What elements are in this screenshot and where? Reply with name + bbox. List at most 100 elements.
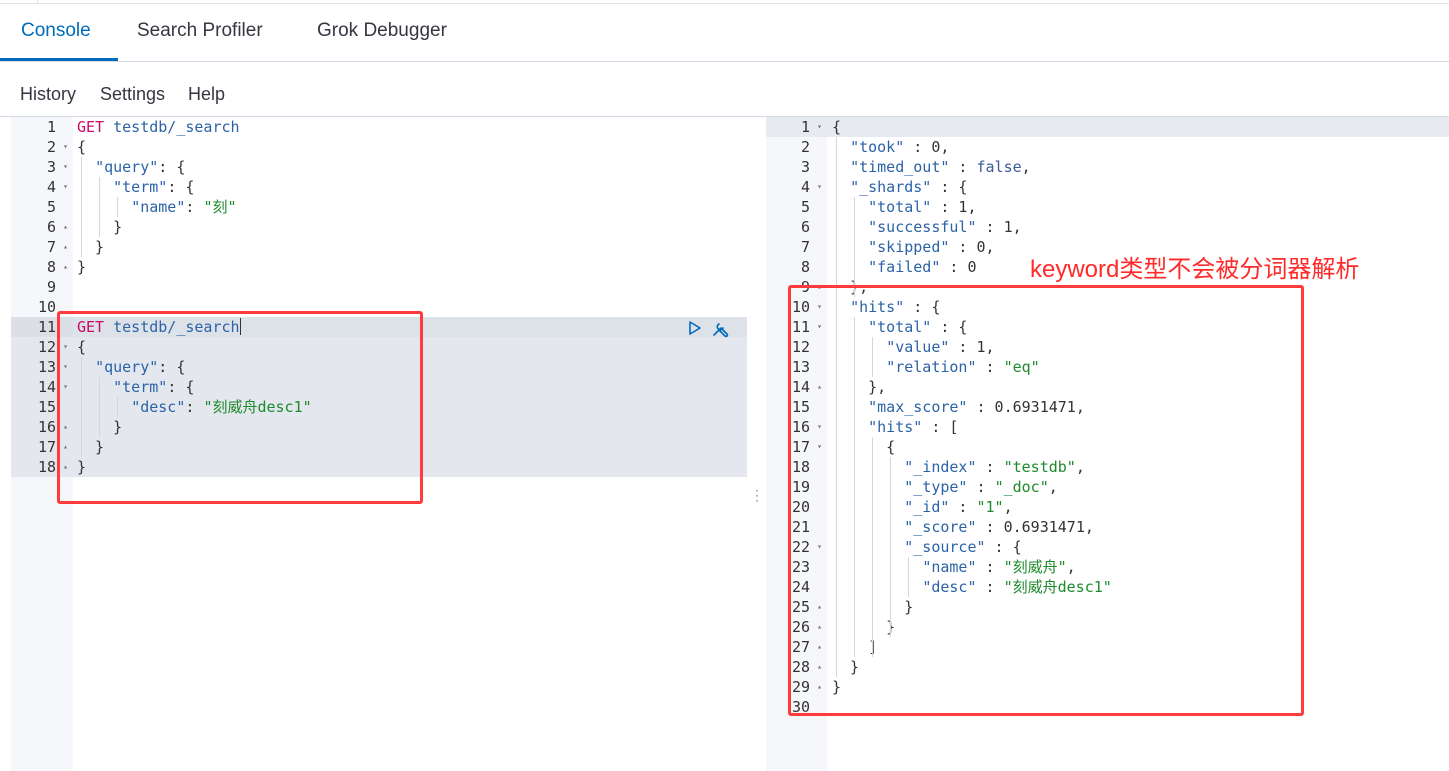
- fold-close-icon[interactable]: ▴: [817, 682, 822, 691]
- code-line: "value" : 1,: [832, 337, 1449, 357]
- code-line: }: [832, 597, 1449, 617]
- code-token: [77, 178, 113, 196]
- indent-guide: [890, 537, 891, 557]
- active-tab-underline: [0, 58, 118, 61]
- code-token: [832, 238, 868, 256]
- play-icon[interactable]: [685, 320, 705, 336]
- fold-open-icon[interactable]: ▾: [63, 382, 68, 391]
- tab-grok-debugger[interactable]: Grok Debugger: [317, 20, 447, 41]
- fold-close-icon[interactable]: ▴: [63, 442, 68, 451]
- fold-open-icon[interactable]: ▾: [817, 542, 822, 551]
- line-number: 4▾: [11, 177, 73, 197]
- settings-menu-item[interactable]: Settings: [100, 84, 166, 104]
- indent-guide: [872, 337, 873, 357]
- indent-guide: [854, 237, 855, 257]
- fold-close-icon[interactable]: ▴: [63, 242, 68, 251]
- tab-console[interactable]: Console: [21, 20, 91, 41]
- code-token: "name": [922, 558, 977, 576]
- code-line: "_index" : "testdb",: [832, 457, 1449, 477]
- drag-handle-icon[interactable]: ···: [755, 483, 759, 507]
- fold-close-icon[interactable]: ▴: [817, 642, 822, 651]
- line-number: 14▾: [11, 377, 73, 397]
- indent-guide: [81, 357, 82, 377]
- fold-close-icon[interactable]: ▴: [817, 382, 822, 391]
- fold-close-icon[interactable]: ▴: [63, 422, 68, 431]
- pane-resizer[interactable]: ···: [747, 117, 766, 771]
- tab-search-profiler[interactable]: Search Profiler: [137, 20, 263, 41]
- fold-open-icon[interactable]: ▾: [63, 142, 68, 151]
- line-number: 17 ▴: [11, 437, 73, 457]
- code-token: "relation": [886, 358, 977, 376]
- indent-guide: [890, 457, 891, 477]
- active-line-highlight: [73, 317, 747, 337]
- fold-close-icon[interactable]: ▴: [817, 602, 822, 611]
- line-number-text: 8: [46, 258, 56, 276]
- line-number: 9: [11, 277, 73, 297]
- indent-guide: [854, 577, 855, 597]
- line-number-text: 8: [800, 258, 810, 276]
- code-line: ]: [832, 637, 1449, 657]
- fold-open-icon[interactable]: ▾: [63, 162, 68, 171]
- code-token: [832, 218, 868, 236]
- line-number-text: 20: [791, 498, 810, 516]
- line-number-text: 17: [37, 438, 56, 456]
- line-number-text: 24: [791, 578, 810, 596]
- code-line: }: [77, 237, 747, 257]
- code-token: : {: [931, 318, 968, 336]
- fold-close-icon[interactable]: ▴: [63, 222, 68, 231]
- indent-guide: [854, 397, 855, 417]
- fold-close-icon[interactable]: ▴: [63, 462, 68, 471]
- line-number: 15: [11, 397, 73, 417]
- indent-guide: [908, 577, 909, 597]
- wrench-icon[interactable]: [711, 320, 731, 338]
- fold-open-icon[interactable]: ▾: [817, 322, 822, 331]
- request-code[interactable]: GET testdb/_search{ "query": { "term": {…: [77, 117, 747, 477]
- code-token: : {: [167, 378, 195, 396]
- line-number: 27▴: [766, 637, 827, 657]
- fold-open-icon[interactable]: ▾: [63, 342, 68, 351]
- fold-close-icon[interactable]: ▴: [817, 622, 822, 631]
- line-number-text: 7: [46, 238, 56, 256]
- indent-guide: [854, 537, 855, 557]
- response-highlight-box: [788, 285, 1304, 716]
- response-code[interactable]: { "took" : 0, "timed_out" : false, "_sha…: [832, 117, 1449, 717]
- indent-guide: [854, 317, 855, 337]
- indent-guide: [836, 597, 837, 617]
- code-line: "total" : 1,: [832, 197, 1449, 217]
- fold-open-icon[interactable]: ▾: [817, 182, 822, 191]
- fold-open-icon[interactable]: ▾: [63, 362, 68, 371]
- line-number: 22▾: [766, 537, 827, 557]
- fold-open-icon[interactable]: ▾: [817, 422, 822, 431]
- code-token: "_doc": [994, 478, 1049, 496]
- top-strip: [0, 0, 1449, 4]
- line-number-text: 21: [791, 518, 810, 536]
- code-token: {: [77, 338, 87, 356]
- code-token: }: [832, 658, 860, 676]
- indent-guide: [81, 397, 82, 417]
- fold-close-icon[interactable]: ▴: [817, 662, 822, 671]
- fold-open-icon[interactable]: ▾: [817, 442, 822, 451]
- fold-open-icon[interactable]: ▾: [817, 122, 822, 131]
- indent-guide: [81, 157, 82, 177]
- code-line: "hits" : [: [832, 417, 1449, 437]
- code-token: :: [976, 558, 1004, 576]
- code-token: "desc": [131, 398, 186, 416]
- indent-guide: [872, 517, 873, 537]
- fold-open-icon[interactable]: ▾: [63, 182, 68, 191]
- fold-close-icon[interactable]: ▴: [63, 262, 68, 271]
- code-token: }: [77, 238, 105, 256]
- help-menu-item[interactable]: Help: [188, 84, 226, 104]
- history-menu-item[interactable]: History: [20, 84, 77, 104]
- line-number-text: 13: [37, 358, 56, 376]
- code-line: "_shards" : {: [832, 177, 1449, 197]
- code-token: }: [77, 258, 87, 276]
- indent-guide: [836, 257, 837, 277]
- line-number: 11▾: [766, 317, 827, 337]
- code-token: "name": [131, 198, 186, 216]
- fold-open-icon[interactable]: ▾: [817, 302, 822, 311]
- line-number-text: 9: [46, 278, 56, 296]
- line-number: 28▴: [766, 657, 827, 677]
- line-number: 1▾: [766, 117, 827, 137]
